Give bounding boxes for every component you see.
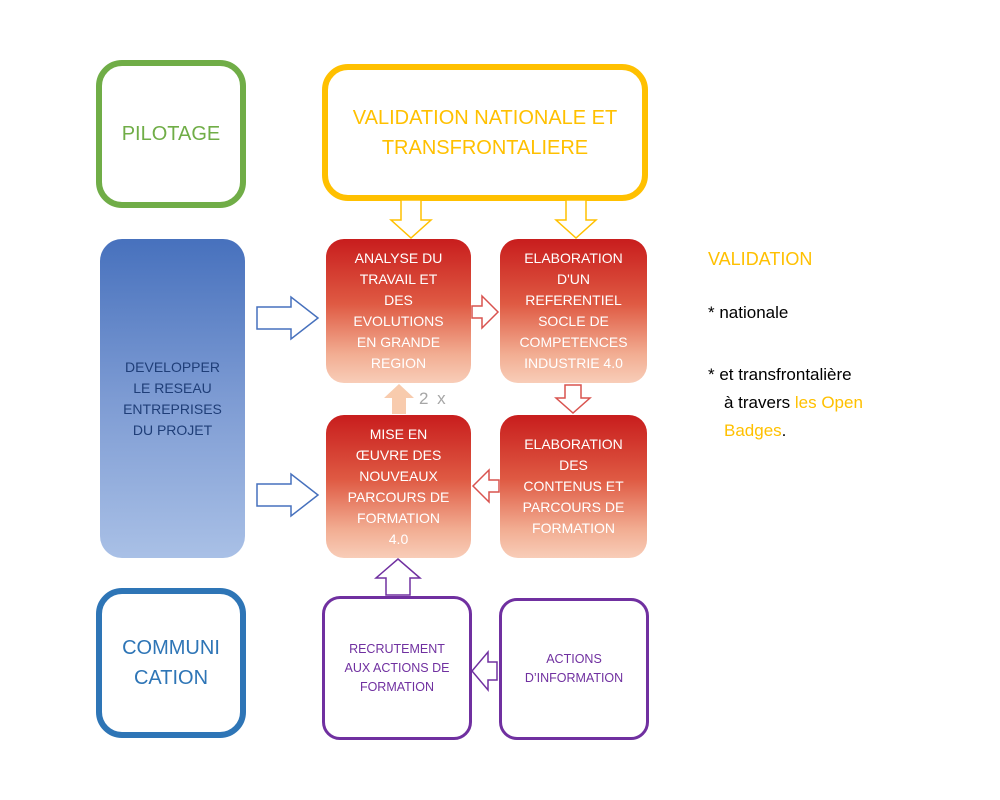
pilotage-box: PILOTAGE <box>96 60 246 208</box>
elaboration-referentiel-box: ELABORATION D'UN REFERENTIEL SOCLE DE CO… <box>500 239 647 383</box>
arrow-left-actions-to-recrutement <box>471 649 498 693</box>
actions-information-box: ACTIONS D’INFORMATION <box>499 598 649 740</box>
legend-title: VALIDATION <box>708 249 813 269</box>
actions-information-label: ACTIONS D’INFORMATION <box>524 652 624 685</box>
communication-label: COMMUNI CATION <box>122 637 220 689</box>
developper-reseau-box: DEVELOPPER LE RESEAU ENTREPRISES DU PROJ… <box>100 239 245 558</box>
arrow-down-referentiel-to-contenus <box>554 384 592 415</box>
loop-count-label: 2 x <box>419 389 448 408</box>
elaboration-contenus-box: ELABORATION DES CONTENUS ET PARCOURS DE … <box>500 415 647 558</box>
analyse-travail-box: ANALYSE DU TRAVAIL ET DES EVOLUTIONS EN … <box>326 239 471 383</box>
arrow-up-recrutement-to-mise <box>373 558 423 596</box>
communication-box: COMMUNI CATION <box>96 588 246 738</box>
arrow-down-validation-right <box>554 199 598 240</box>
legend-item-line2-prefix: à travers <box>724 393 795 412</box>
validation-nationale-label: VALIDATION NATIONALE ET TRANSFRONTALIERE <box>352 106 618 159</box>
recrutement-box: RECRUTEMENT AUX ACTIONS DE FORMATION <box>322 596 472 740</box>
elaboration-contenus-label: ELABORATION DES CONTENUS ET PARCOURS DE … <box>522 436 625 536</box>
arrow-right-analyse-to-referentiel <box>471 294 500 330</box>
mise-en-oeuvre-box: MISE EN ŒUVRE DES NOUVEAUX PARCOURS DE F… <box>326 415 471 558</box>
legend-item-nationale: * nationale <box>708 303 789 322</box>
mise-en-oeuvre-label: MISE EN ŒUVRE DES NOUVEAUX PARCOURS DE F… <box>347 425 450 547</box>
analyse-travail-label: ANALYSE DU TRAVAIL ET DES EVOLUTIONS EN … <box>353 250 444 371</box>
legend-period: . <box>781 421 787 440</box>
legend-item-transfrontaliere: * et transfrontalière à travers les Open… <box>708 361 863 445</box>
elaboration-referentiel-label: ELABORATION D'UN REFERENTIEL SOCLE DE CO… <box>519 250 628 371</box>
open-badges-highlight-2: Badges <box>724 421 782 440</box>
validation-nationale-box: VALIDATION NATIONALE ET TRANSFRONTALIERE <box>322 64 648 201</box>
recrutement-label: RECRUTEMENT AUX ACTIONS DE FORMATION <box>344 641 450 694</box>
arrow-down-validation-left <box>389 199 433 240</box>
arrow-right-developper-top <box>256 295 320 341</box>
legend-item-transfrontaliere-line1: * et transfrontalière <box>708 365 852 384</box>
open-badges-highlight-1: les Open <box>794 393 863 412</box>
pilotage-label: PILOTAGE <box>121 122 221 145</box>
arrow-right-developper-bottom <box>256 472 320 518</box>
arrow-left-contenus-to-mise <box>471 468 500 504</box>
arrow-up-loop <box>384 384 414 414</box>
developper-reseau-label: DEVELOPPER LE RESEAU ENTREPRISES DU PROJ… <box>123 358 222 438</box>
